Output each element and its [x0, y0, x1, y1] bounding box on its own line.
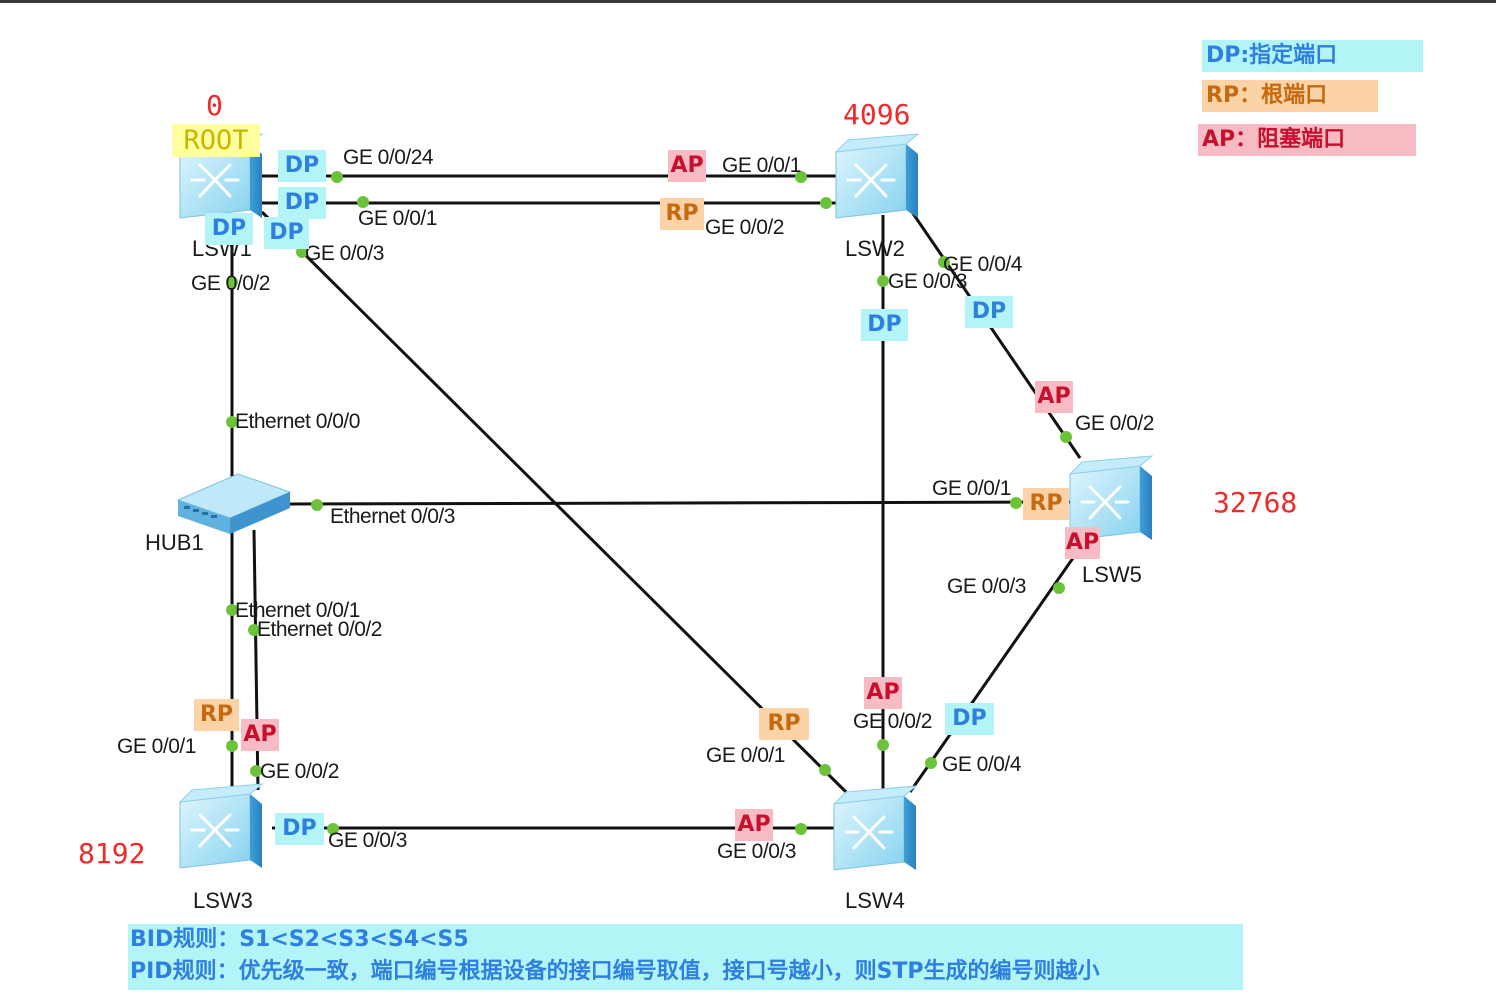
port-dot	[311, 499, 323, 511]
hub1-icon	[176, 473, 292, 534]
port-label: GE 0/0/2	[191, 272, 270, 295]
role-dp-tag: DP	[861, 309, 908, 341]
role-dp-tag: DP	[965, 296, 1013, 328]
port-label: GE 0/0/1	[722, 154, 801, 177]
port-dot	[357, 196, 369, 208]
port-label: GE 0/0/3	[717, 840, 796, 863]
port-dot	[331, 171, 343, 183]
port-label: GE 0/0/1	[358, 207, 437, 230]
legend-ap: AP：阻塞端口	[1198, 124, 1416, 156]
port-label: GE 0/0/2	[1075, 412, 1154, 435]
port-dot	[1010, 497, 1022, 509]
port-dot	[250, 765, 262, 777]
link-hub1-lsw5	[287, 500, 1076, 506]
port-label: Ethernet 0/0/1	[235, 599, 360, 622]
switch-lsw4-icon	[832, 784, 918, 872]
lsw5-priority: 32768	[1213, 486, 1298, 519]
top-border	[0, 0, 1496, 3]
role-dp-tag: DP	[205, 213, 253, 245]
port-label: GE 0/0/4	[943, 253, 1022, 276]
lsw4-name: LSW4	[845, 888, 905, 913]
port-dot	[226, 276, 238, 288]
lsw5-name: LSW5	[1082, 562, 1142, 587]
port-label: GE 0/0/24	[343, 146, 434, 169]
legend-rp: RP：根端口	[1202, 80, 1378, 112]
role-dp-tag: DP	[278, 150, 326, 182]
port-label: GE 0/0/2	[705, 216, 784, 239]
port-dot	[795, 171, 807, 183]
port-dot	[877, 739, 889, 751]
root-badge: ROOT	[172, 124, 260, 157]
port-label: GE 0/0/3	[888, 270, 967, 293]
port-label: GE 0/0/1	[117, 735, 196, 758]
rules-note: BID规则：S1<S2<S3<S4<S5 PID规则：优先级一致，端口编号根据设…	[128, 924, 1243, 990]
role-ap-tag: AP	[241, 719, 279, 751]
port-dot	[1053, 582, 1065, 594]
port-label: GE 0/0/1	[706, 744, 785, 767]
switch-lsw3-icon	[178, 782, 264, 870]
role-ap-tag: AP	[735, 809, 773, 841]
port-dots	[226, 171, 1072, 835]
port-label: Ethernet 0/0/2	[257, 618, 382, 641]
role-ap-tag: AP	[1065, 527, 1100, 559]
role-ap-tag: AP	[864, 677, 902, 709]
lsw3-name: LSW3	[193, 888, 253, 913]
role-rp-tag: RP	[1023, 488, 1069, 520]
port-dot	[226, 416, 238, 428]
port-label: GE 0/0/3	[947, 575, 1026, 598]
role-ap-tag: AP	[668, 150, 706, 182]
pid-rule: PID规则：优先级一致，端口编号根据设备的接口编号取值，接口号越小，则STP生成…	[130, 959, 1100, 984]
port-label: Ethernet 0/0/0	[235, 410, 360, 433]
role-rp-tag: RP	[194, 699, 239, 731]
link-hub1-lsw3-b	[252, 529, 260, 791]
port-label: GE 0/0/3	[305, 242, 384, 265]
switch-lsw2-icon	[834, 132, 920, 220]
link-lsw5-lsw4	[908, 547, 1082, 793]
port-dot	[248, 624, 260, 636]
role-dp-tag: DP	[275, 813, 324, 845]
port-dot	[938, 256, 950, 268]
bid-rule: BID规则：S1<S2<S3<S4<S5	[130, 927, 469, 952]
port-dot	[877, 275, 889, 287]
role-dp-tag: DP	[264, 217, 309, 249]
port-dot	[819, 764, 831, 776]
port-label: Ethernet 0/0/3	[330, 505, 455, 528]
role-rp-tag: RP	[759, 708, 809, 740]
port-label: GE 0/0/2	[260, 760, 339, 783]
port-dot	[226, 740, 238, 752]
hub1-name: HUB1	[145, 530, 204, 555]
port-label: GE 0/0/1	[932, 477, 1011, 500]
port-dot	[1060, 431, 1072, 443]
role-ap-tag: AP	[1035, 381, 1073, 413]
lsw2-name: LSW2	[845, 236, 905, 261]
lsw1-priority: 0	[206, 89, 223, 122]
port-dot	[226, 604, 238, 616]
port-dot	[296, 246, 308, 258]
role-dp-tag: DP	[278, 187, 326, 219]
lsw3-priority: 8192	[78, 837, 146, 870]
port-label: GE 0/0/4	[942, 753, 1021, 776]
port-label: GE 0/0/3	[328, 829, 407, 852]
port-dot	[327, 823, 339, 835]
port-dot	[795, 823, 807, 835]
role-dp-tag: DP	[945, 703, 994, 735]
port-dot	[820, 197, 832, 209]
lsw2-priority: 4096	[843, 98, 911, 131]
port-label: GE 0/0/2	[853, 710, 932, 733]
legend-dp: DP:指定端口	[1202, 40, 1423, 72]
role-rp-tag: RP	[660, 198, 704, 230]
link-lsw2-lsw5	[910, 211, 1082, 459]
port-dot	[925, 757, 937, 769]
